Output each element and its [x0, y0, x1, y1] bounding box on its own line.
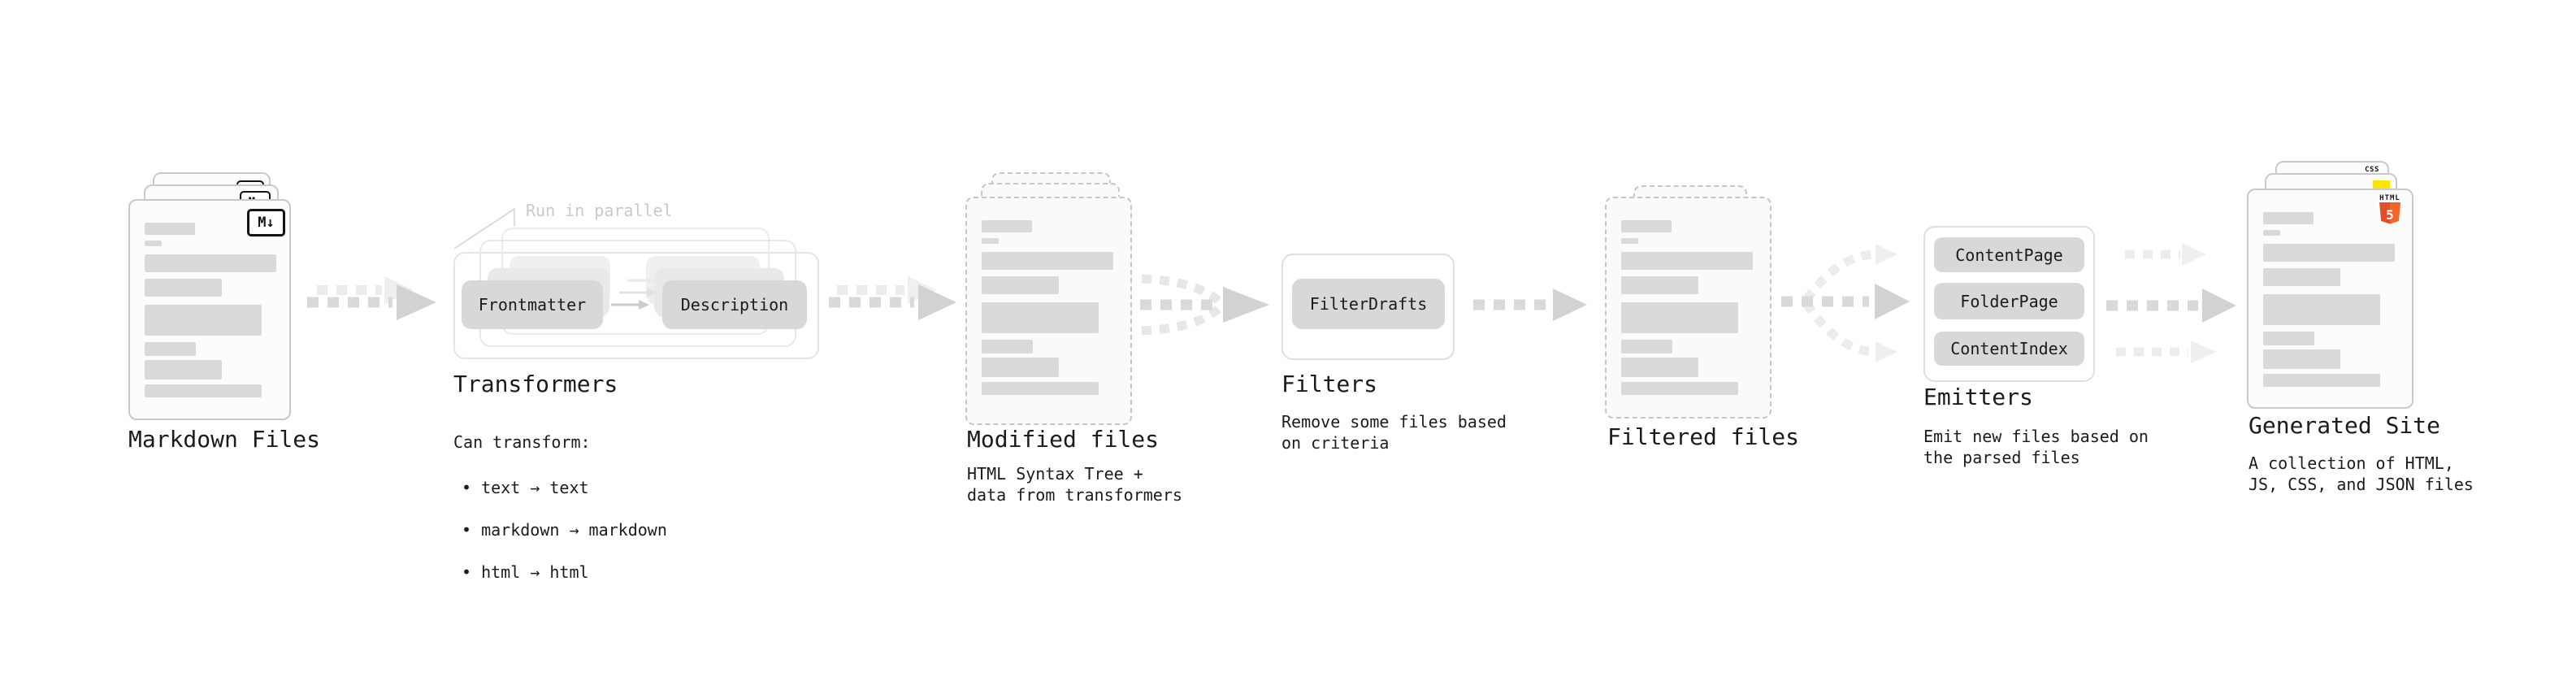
- stage-subtitle-modified-files: HTML Syntax Tree + data from transformer…: [967, 464, 1182, 505]
- document-sheet-front: [1605, 197, 1772, 419]
- html5-icon: HTML 5: [2379, 194, 2400, 224]
- transform-arrow-icon: [619, 288, 657, 297]
- stage-subtitle-emitters: Emit new files based on the parsed files: [1923, 427, 2149, 467]
- document-content-placeholder: [2249, 212, 2412, 387]
- transform-bullet: • html → html: [462, 562, 589, 582]
- flow-arrow-emitters-top: [2125, 243, 2206, 266]
- document-sheet-front: [965, 197, 1132, 425]
- flow-arrow-emitters-bottom: [2116, 340, 2217, 363]
- stage-subtitle-transformers: Can transform: • text → text • markdown …: [453, 410, 667, 604]
- flow-arrow-transformers-to-modified: [829, 276, 956, 320]
- can-transform-label: Can transform:: [453, 432, 591, 452]
- document-content-placeholder: [130, 223, 289, 397]
- markdown-icon: M↓: [247, 209, 285, 236]
- stage-title-filters: Filters: [1281, 371, 1378, 397]
- transform-bullet: • markdown → markdown: [462, 520, 667, 540]
- flow-arrow-filtered-to-emitters: [1781, 244, 1910, 362]
- svg-text:5: 5: [2386, 207, 2394, 223]
- js-icon: [2373, 180, 2390, 190]
- transformer-chip-description: Description: [662, 280, 807, 329]
- stage-title-markdown-files: Markdown Files: [128, 426, 321, 453]
- transform-arrow-icon: [611, 300, 649, 310]
- document-sheet-front: HTML 5: [2247, 189, 2413, 409]
- transform-bullet: • text → text: [462, 478, 589, 497]
- emitter-chip-contentpage: ContentPage: [1934, 237, 2084, 272]
- filter-chip-filterdrafts: FilterDrafts: [1292, 279, 1445, 329]
- document-sheet-front: M↓: [128, 199, 291, 420]
- emitter-chip-contentindex: ContentIndex: [1934, 332, 2084, 366]
- flow-arrow-filters-to-filtered: [1473, 288, 1587, 321]
- run-in-parallel-annotation: Run in parallel: [526, 201, 673, 220]
- stage-title-transformers: Transformers: [453, 371, 618, 397]
- document-content-placeholder: [1607, 220, 1770, 395]
- stage-title-filtered-files: Filtered files: [1607, 423, 1800, 450]
- transformer-chip-frontmatter: Frontmatter: [462, 280, 603, 329]
- stage-title-modified-files: Modified files: [967, 426, 1160, 453]
- stage-subtitle-filters: Remove some files based on criteria: [1281, 412, 1507, 453]
- document-content-placeholder: [967, 220, 1130, 395]
- emitter-chip-folderpage: FolderPage: [1934, 283, 2084, 319]
- flow-arrow-markdown-to-transformers: [307, 276, 436, 320]
- stage-subtitle-generated-site: A collection of HTML, JS, CSS, and JSON …: [2249, 453, 2474, 494]
- flow-arrow-emitters-middle: [2106, 288, 2236, 323]
- stage-title-emitters: Emitters: [1923, 384, 2033, 410]
- stage-title-generated-site: Generated Site: [2249, 412, 2441, 439]
- transformer-layer-front: [453, 252, 819, 359]
- flow-arrow-modified-to-filters: [1140, 274, 1269, 336]
- annotation-callout-line: [453, 207, 515, 249]
